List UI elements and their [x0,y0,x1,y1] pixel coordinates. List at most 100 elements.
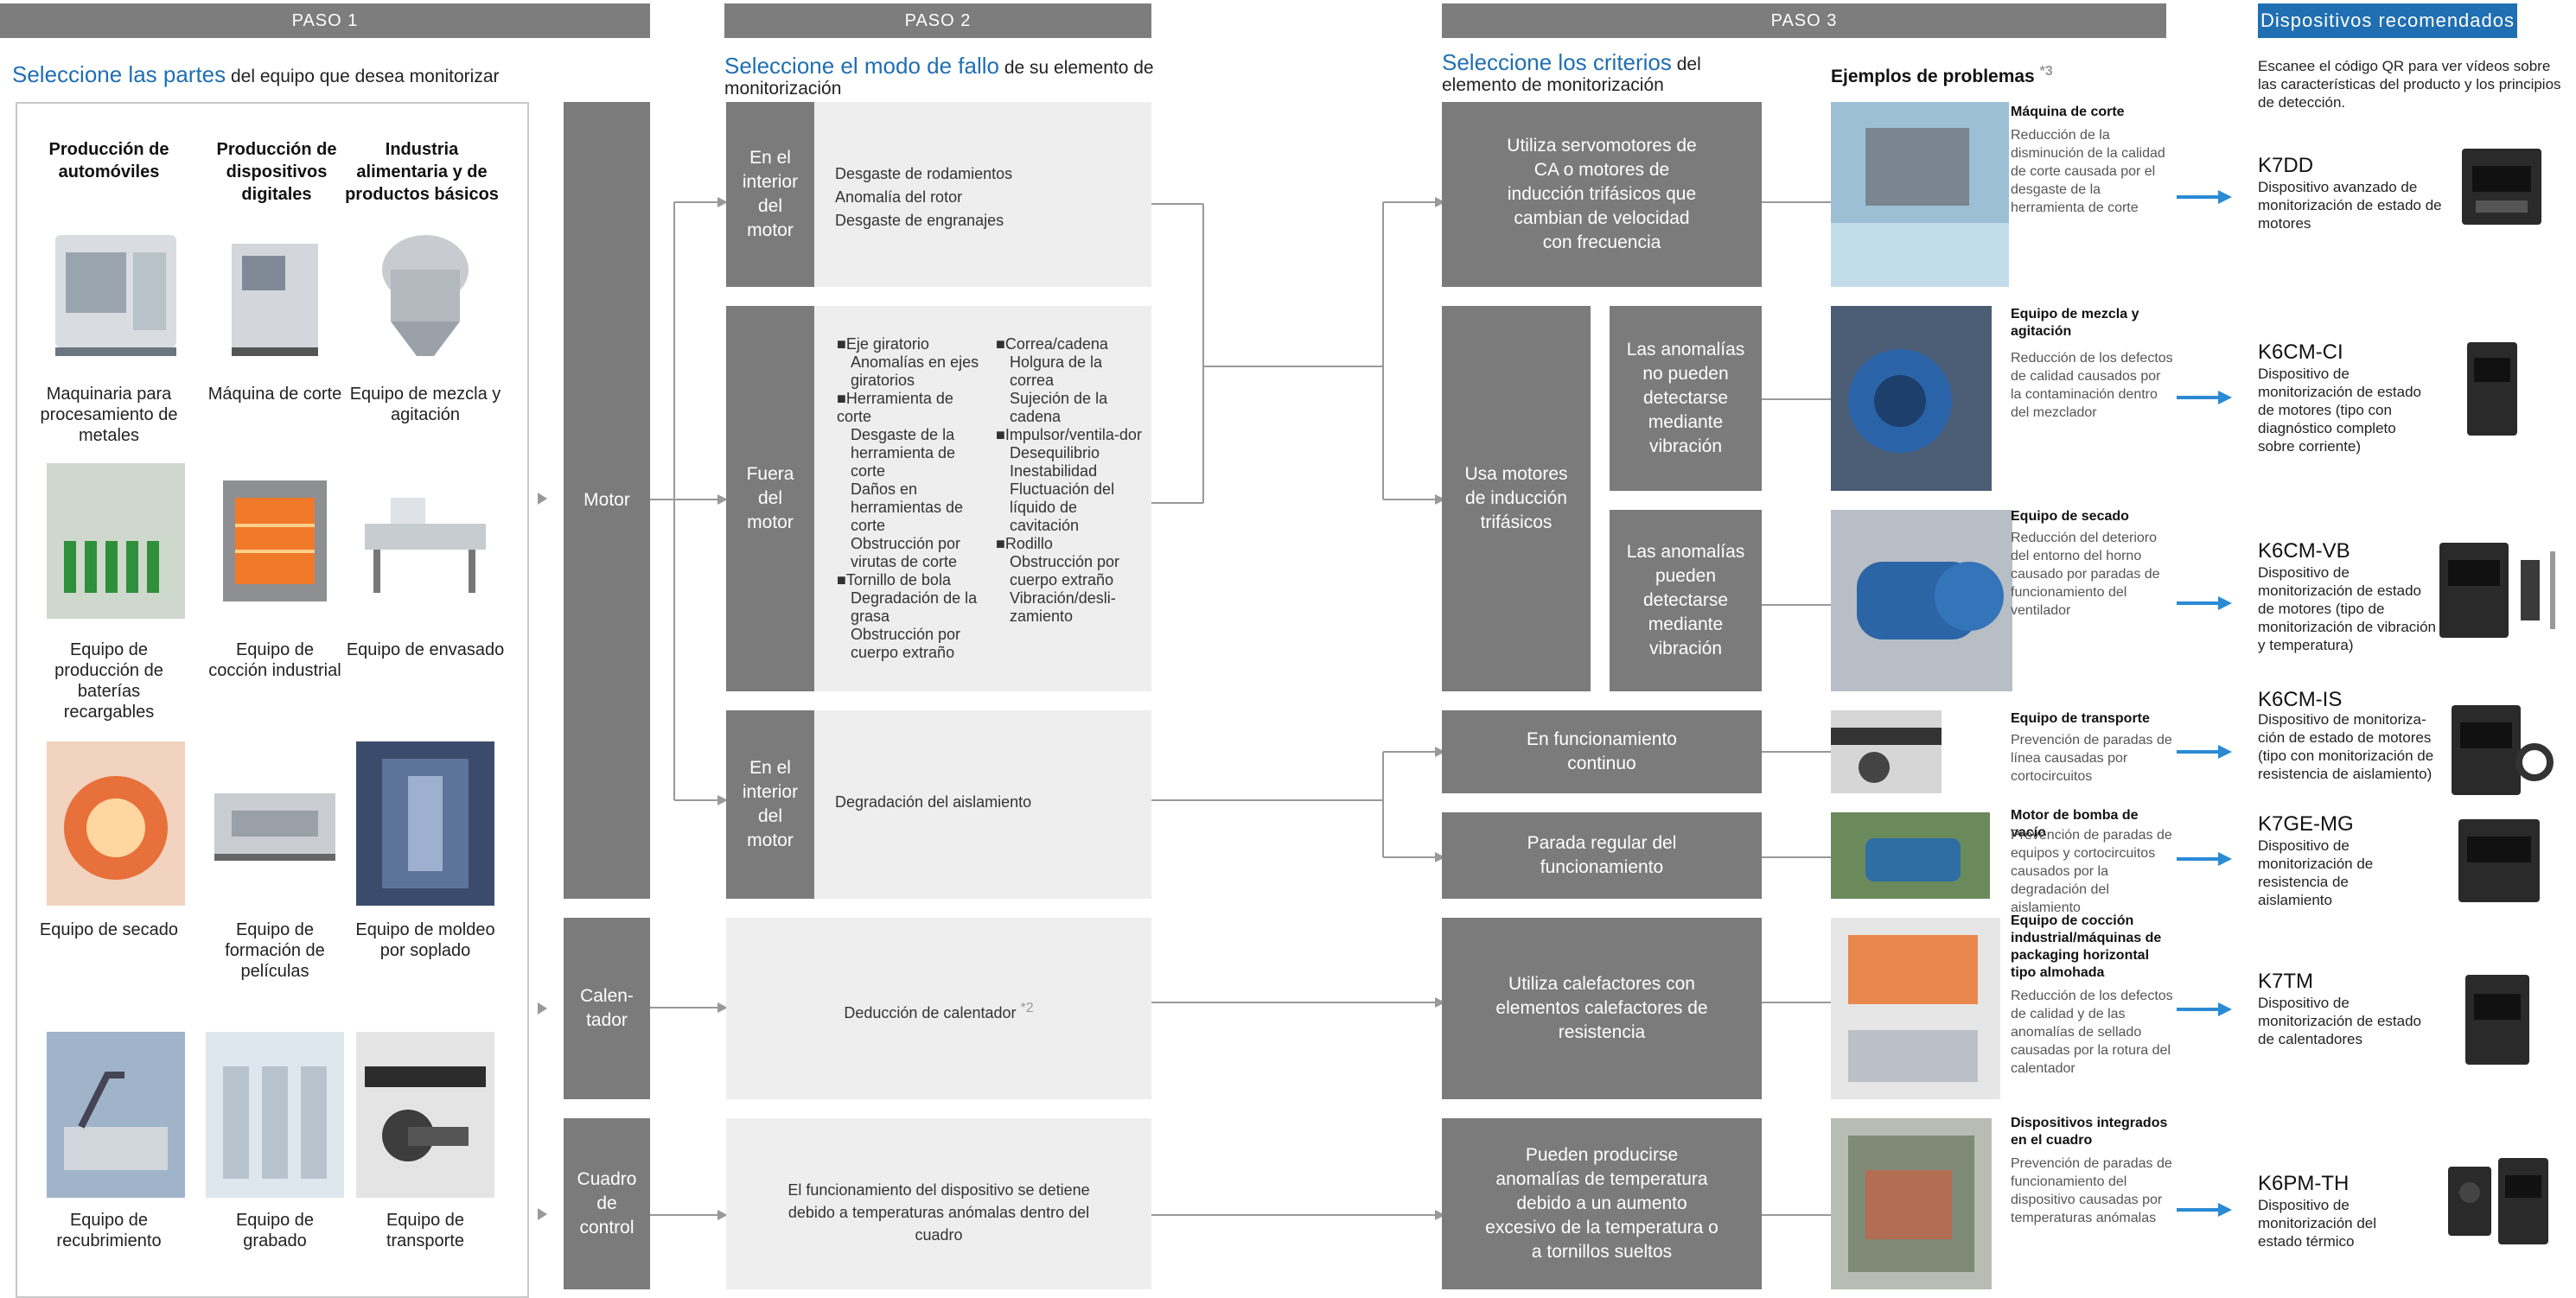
mode-item-insulation: Degradación del aislamiento [835,793,1032,811]
mode-label-inside-1: En el interior del motor [726,102,814,287]
equipment-label: Equipo de transporte [386,1211,465,1250]
device-image [2443,1149,2555,1253]
example-drying-image [1831,510,2012,691]
criteria-induction[interactable]: Usa motores de inducción trifásicos [1442,306,1591,691]
example-title: Equipo de cocción industrial/máquinas de… [2011,913,2162,980]
blow-molding-image [356,741,494,906]
example-oven-image [1831,918,2000,1099]
mode-label-inside-2: En el interior del motor [726,710,814,899]
equipment-label: Equipo de formación de películas [225,920,325,981]
device-image [2458,968,2536,1072]
arrow-icon [538,1208,547,1220]
equipment-label: Equipo de mezcla y agitación [349,385,501,424]
drying-equipment-image [47,741,185,906]
mode-item-panel: El funcionamiento del dispositivo se det… [787,1181,1090,1244]
step3-header: PASO 3 [1442,3,2166,38]
battery-production-image [47,463,185,619]
recommended-header: Dispositivos recomendados [2258,3,2517,38]
example-desc: Reducción de la disminución de la calida… [2011,128,2165,215]
step1-header: PASO 1 [0,3,650,38]
device-model[interactable]: K6PM-TH [2258,1172,2350,1195]
example-title: Máquina de corte [2011,105,2125,119]
mode-label-outside: Fuera del motor [726,306,814,691]
device-model[interactable]: K7TM [2258,970,2314,993]
example-panel-image [1831,1118,1992,1289]
example-mixing-image [1831,306,1992,491]
metal-processing-image [47,218,185,365]
equipment-label: Maquinaria para procesamiento de metales [40,385,178,445]
mixing-equipment-image [356,218,494,365]
criteria-regular-stop[interactable]: Parada regular del funcionamiento [1442,812,1762,899]
example-desc: Prevención de paradas de funcionamiento … [2011,1156,2172,1225]
criteria-vibration[interactable]: Las anomalías pueden detectarse mediante… [1610,510,1762,691]
transport-equipment-image [356,1032,494,1198]
device-model[interactable]: K6CM-CI [2258,340,2343,364]
arrow-icon [538,1002,547,1015]
equipment-label: Equipo de moldeo por soplado [355,920,495,960]
packaging-equipment-image [356,463,494,619]
equipment-label: Equipo de grabado [235,1211,315,1250]
mode-box-heater [726,918,1151,1099]
coating-equipment-image [47,1032,185,1198]
device-desc: Dispositivo de monitorización de resiste… [2258,837,2374,908]
step3-lead: Seleccione los criterios del elemento de… [1442,49,1701,95]
example-desc: Prevención de paradas de línea causadas … [2011,733,2172,784]
device-model[interactable]: K6CM-VB [2258,539,2350,563]
etching-equipment-image [206,1032,344,1198]
mode-item-heater: Deducción de calentador *2 [844,1001,1034,1021]
industry-digital: Producción de dispositivos digitales [216,140,337,204]
example-title: Motor de bomba de vacío [2011,808,2139,840]
industrial-oven-image [206,463,344,619]
equipment-label: Equipo de cocción industrial [208,640,341,680]
device-desc: Dispositivo avanzado de monitorización d… [2258,179,2442,232]
criteria-continuous[interactable]: En funcionamiento continuo [1442,710,1762,793]
example-title: Equipo de mezcla y agitación [2011,307,2139,339]
examples-title: Ejemplos de problemas *3 [1831,64,2053,86]
device-model[interactable]: K6CM-IS [2258,688,2343,711]
device-desc: Dispositivo de monitoriza-ción de estado… [2258,711,2434,782]
example-title: Equipo de secado [2011,509,2129,524]
device-desc: Dispositivo de monitorización de estado … [2258,366,2422,455]
arrow-icon [538,493,547,505]
example-title: Dispositivos integrados en el cuadro [2011,1116,2168,1148]
device-image [2443,697,2555,804]
arrow-icon [1596,600,1605,612]
example-desc: Reducción de los defectos de calidad y d… [2011,989,2173,1076]
part-motor[interactable]: Motor [564,102,650,899]
film-forming-image [206,741,344,906]
equipment-label: Equipo de secado [39,920,179,939]
equipment-label: Equipo de producción de baterías recarga… [54,640,163,722]
device-image [2431,534,2569,646]
equipment-label: Máquina de corte [207,385,342,404]
example-cutting-image [1831,102,2009,287]
example-desc: Reducción del deterioro del entorno del … [2011,531,2160,618]
cutting-machine-image [214,218,335,365]
criteria-servo[interactable]: Utiliza servomotores de CA o motores de … [1442,102,1762,287]
example-desc: Prevención de paradas de equipos y corto… [2011,828,2172,915]
part-control-panel[interactable]: Cuadro de control [564,1118,650,1289]
example-vacuum-pump-image [1831,812,1990,899]
example-transport-image [1831,710,1942,793]
part-heater[interactable]: Calen-tador [564,918,650,1099]
criteria-temperature[interactable]: Pueden producirse anomalías de temperatu… [1442,1118,1762,1289]
device-model[interactable]: K7DD [2258,154,2314,177]
industry-automotive: Producción de automóviles [48,140,169,181]
step2-lead: Seleccione el modo de fallo de su elemen… [724,53,1154,99]
equipment-label: Equipo de envasado [346,640,505,659]
device-desc: Dispositivo de monitorización de estado … [2258,564,2436,653]
step1-lead: Seleccione las partes del equipo que des… [12,61,500,87]
device-image [2455,140,2548,233]
example-desc: Reducción de los defectos de calidad cau… [2011,351,2173,420]
industry-food: Industria alimentaria y de productos bás… [345,140,499,204]
device-image [2452,812,2547,909]
criteria-resistance-heater[interactable]: Utiliza calefactores con elementos calef… [1442,918,1762,1099]
qr-instructions: Escanee el código QR para ver vídeos sob… [2258,58,2561,111]
mode-items-outside-col2: ■Correa/cadena Holgura de la correa Suje… [996,335,1142,625]
criteria-no-vibration[interactable]: Las anomalías no pueden detectarse media… [1610,306,1762,491]
equipment-label: Equipo de recubrimiento [56,1211,162,1250]
step2-header: PASO 2 [724,3,1151,38]
device-model[interactable]: K7GE-MG [2258,812,2354,836]
device-desc: Dispositivo de monitorización de estado … [2258,995,2422,1047]
